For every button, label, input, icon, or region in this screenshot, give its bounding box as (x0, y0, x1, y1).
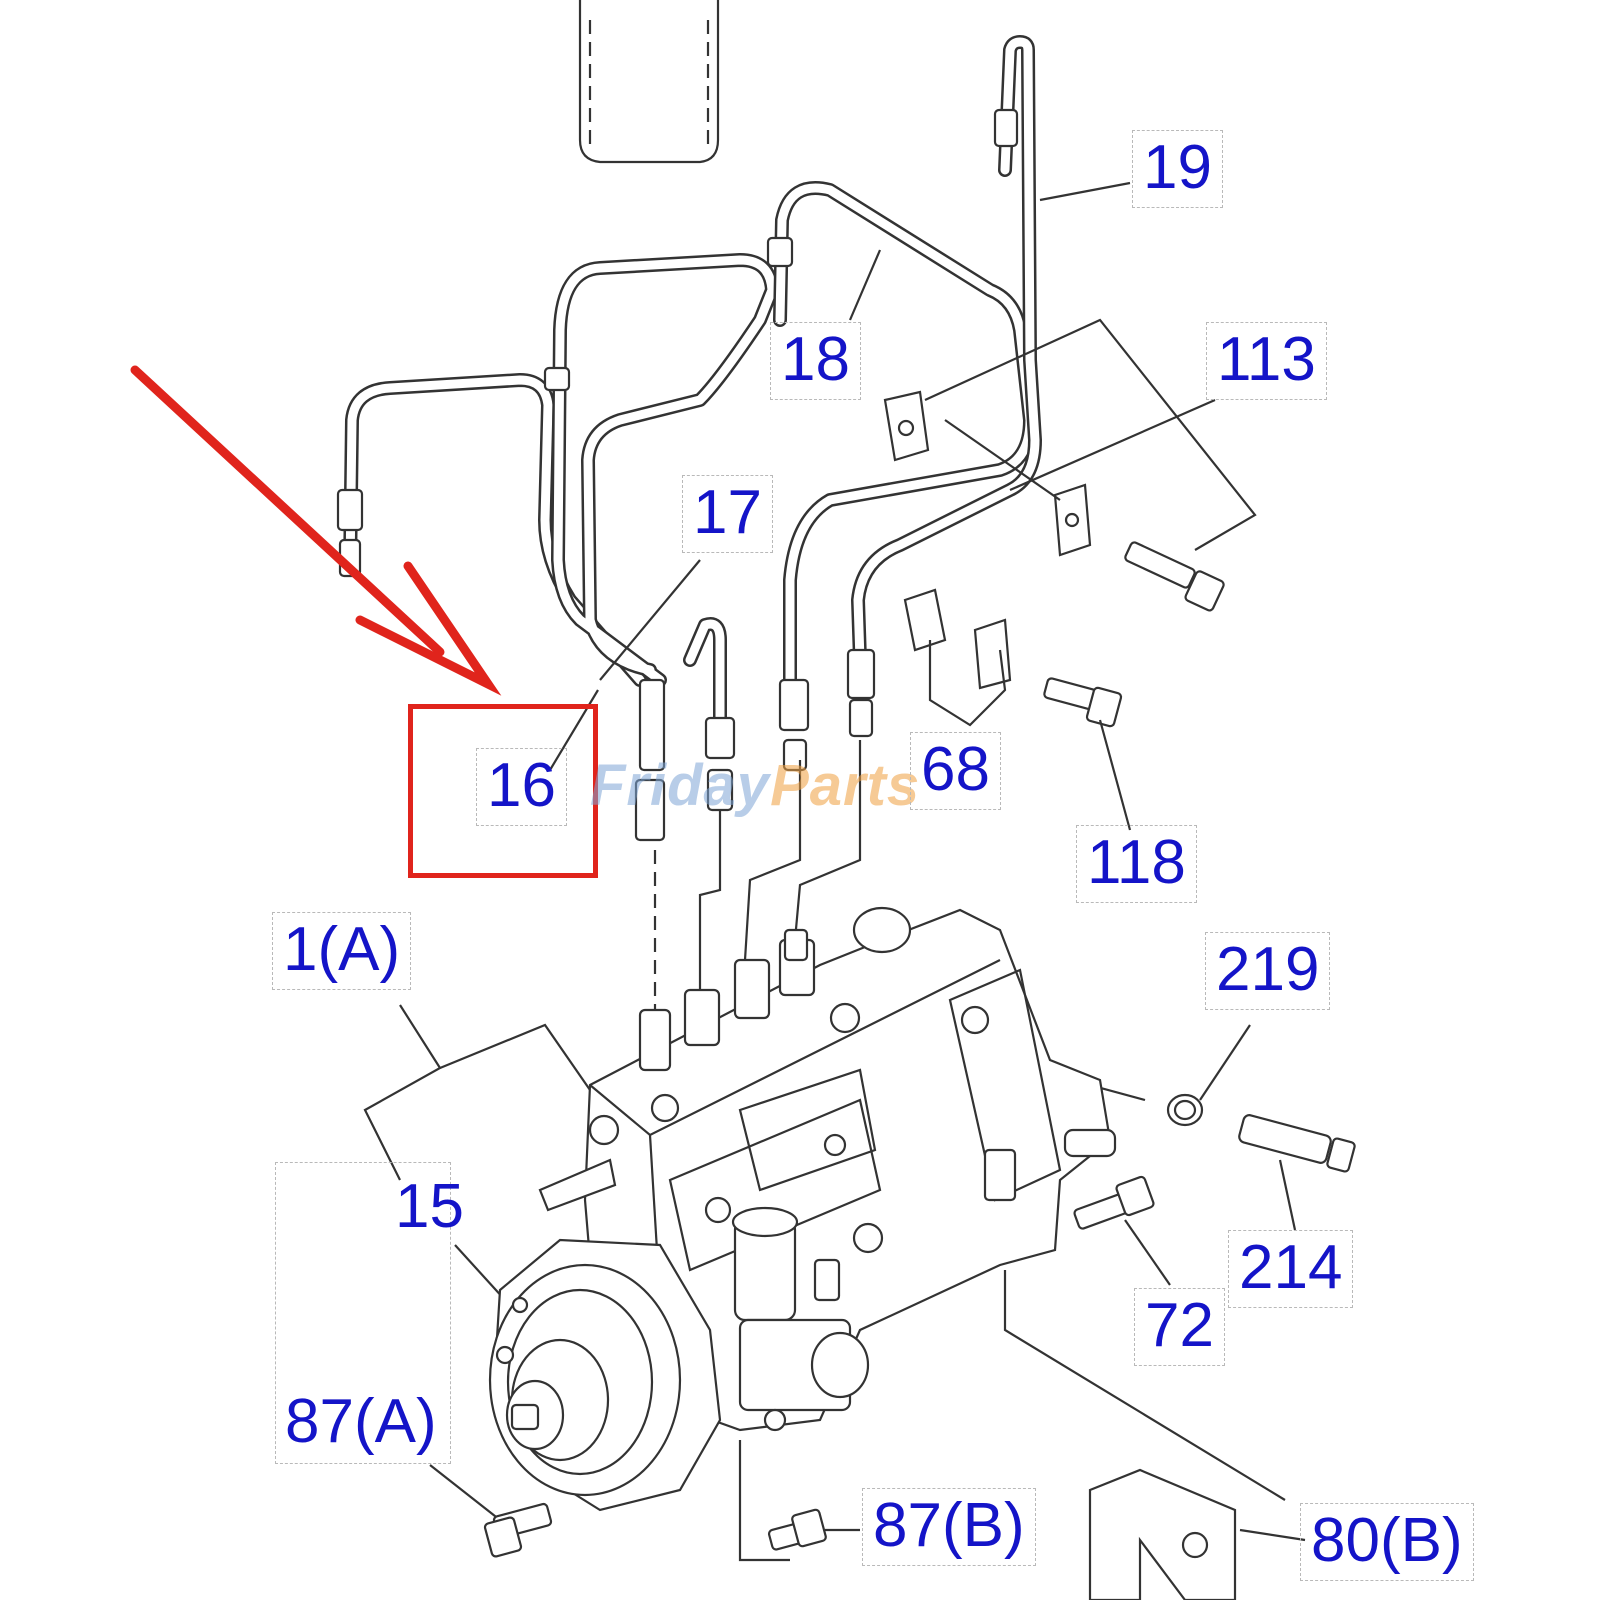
pipe-clamps (883, 390, 1225, 728)
callout-113[interactable]: 113 (1206, 322, 1327, 400)
injection-pump (538, 906, 1117, 1432)
callout-group-box (275, 1162, 451, 1464)
callout-87b[interactable]: 87(B) (862, 1488, 1036, 1566)
watermark: FridayParts (590, 752, 920, 819)
leader-lines (363, 181, 1306, 1562)
watermark-text-friday: Friday (590, 753, 771, 818)
loose-hardware (483, 1093, 1356, 1602)
callout-17[interactable]: 17 (682, 475, 773, 553)
callout-87a[interactable]: 87(A) (285, 1387, 437, 1456)
callout-15[interactable]: 15 (395, 1172, 464, 1241)
callout-214[interactable]: 214 (1228, 1230, 1354, 1308)
drive-gear (488, 1238, 722, 1512)
callout-80b[interactable]: 80(B) (1300, 1503, 1474, 1581)
watermark-text-parts: Parts (770, 753, 921, 818)
fuel-filter (578, 0, 720, 164)
callout-118[interactable]: 118 (1076, 825, 1197, 903)
highlight-box (408, 704, 598, 878)
callout-19[interactable]: 19 (1132, 130, 1223, 208)
callout-68[interactable]: 68 (910, 732, 1001, 810)
callout-16[interactable]: 16 (476, 748, 567, 826)
pointer-arrow (130, 365, 502, 696)
callout-18[interactable]: 18 (770, 322, 861, 400)
callout-72[interactable]: 72 (1134, 1288, 1225, 1366)
callout-219[interactable]: 219 (1205, 932, 1331, 1010)
callout-1a[interactable]: 1(A) (272, 912, 412, 990)
injection-pipes (336, 35, 1042, 842)
